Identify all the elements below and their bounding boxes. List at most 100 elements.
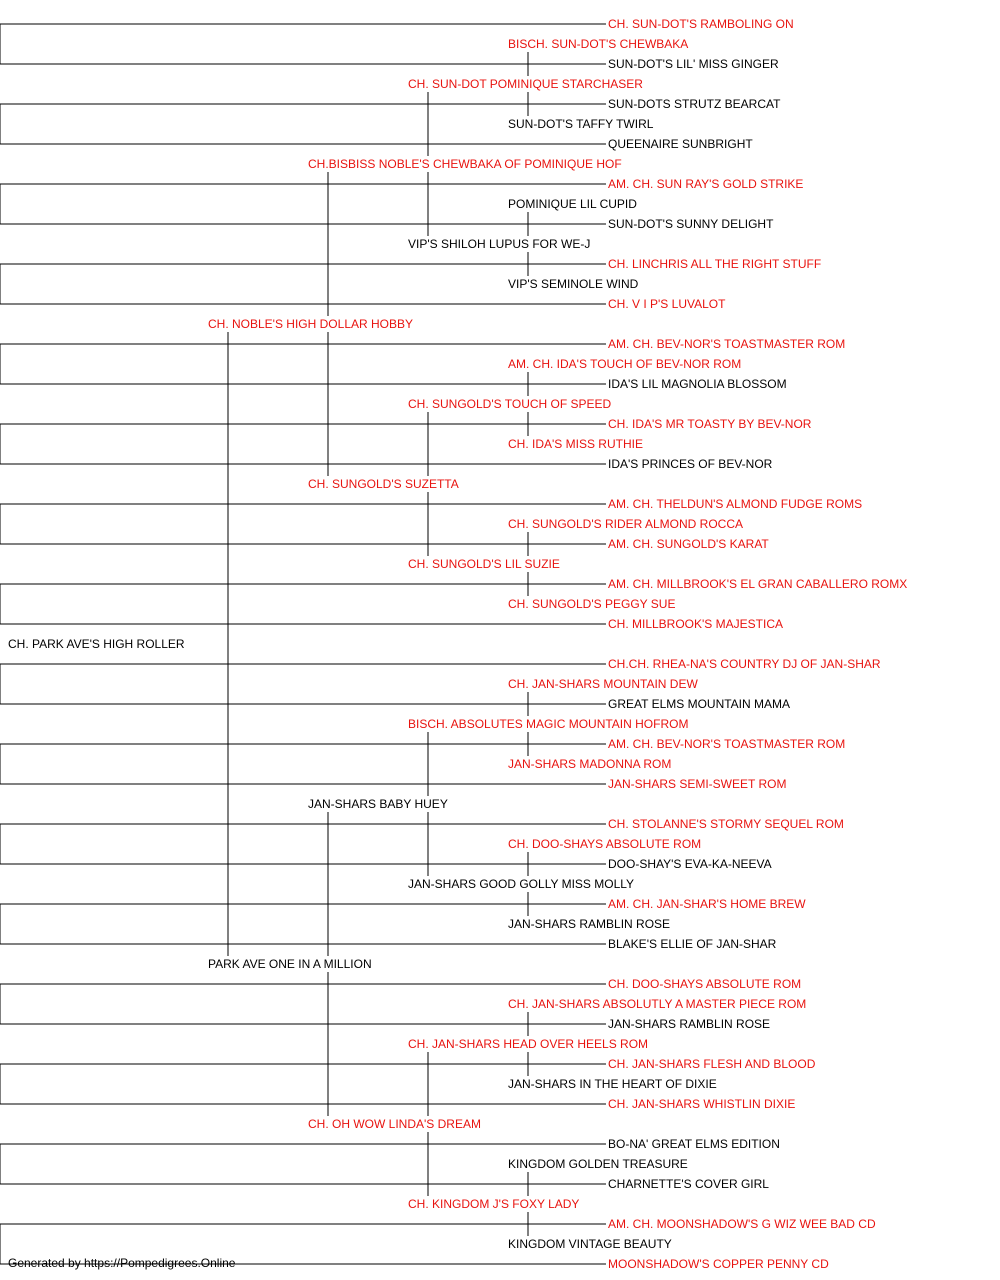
label-backing (606, 296, 729, 312)
label-backing (506, 1236, 674, 1252)
label-backing (606, 616, 785, 632)
label-backing (606, 416, 814, 432)
ancestor-name-sire-dam-dam-dam: CH. SUNGOLD'S PEGGY SUE (508, 597, 675, 611)
ancestor-name-dam-sire-sire-dam-sire: AM. CH. BEV-NOR'S TOASTMASTER ROM (608, 737, 845, 751)
ancestor-name-dam-dam-sire-dam-dam: CH. JAN-SHARS WHISTLIN DIXIE (608, 1097, 795, 1111)
ancestor-name-dam-sire-sire-sire-dam: GREAT ELMS MOUNTAIN MAMA (608, 697, 790, 711)
label-backing (606, 736, 848, 752)
label-backing (506, 436, 645, 452)
label-backing (606, 176, 806, 192)
ancestor-name-dam-sire-dam-dam: JAN-SHARS RAMBLIN ROSE (508, 917, 670, 931)
label-backing (506, 276, 641, 292)
ancestor-name-sire-sire-dam: VIP'S SHILOH LUPUS FOR WE-J (408, 237, 590, 251)
label-backing (506, 596, 678, 612)
ancestor-name-dam-sire-dam-dam-dam: BLAKE'S ELLIE OF JAN-SHAR (608, 937, 777, 951)
ancestor-name-dam-dam-dam-dam-sire: AM. CH. MOONSHADOW'S G WIZ WEE BAD CD (608, 1217, 876, 1231)
ancestor-name-dam-dam-dam-dam: KINGDOM VINTAGE BEAUTY (508, 1237, 672, 1251)
label-backing (606, 376, 789, 392)
label-backing (606, 816, 846, 832)
ancestor-name-sire-dam: CH. SUNGOLD'S SUZETTA (308, 477, 459, 491)
ancestor-name-dam-dam-dam: CH. KINGDOM J'S FOXY LADY (408, 1197, 579, 1211)
ancestor-name-dam: PARK AVE ONE IN A MILLION (208, 957, 372, 971)
label-backing (606, 16, 796, 32)
label-backing (606, 56, 781, 72)
ancestor-name-dam-dam-sire-dam-sire: CH. JAN-SHARS FLESH AND BLOOD (608, 1057, 816, 1071)
label-backing (306, 156, 624, 172)
ancestor-name-sire-dam-dam-dam-sire: AM. CH. MILLBROOK'S EL GRAN CABALLERO RO… (608, 577, 907, 591)
label-backing (606, 1056, 818, 1072)
label-backing (306, 476, 461, 492)
label-backing (606, 256, 824, 272)
label-backing (506, 836, 704, 852)
label-backing (406, 1036, 651, 1052)
label-backing (606, 576, 910, 592)
label-backing (606, 1136, 782, 1152)
ancestor-name-dam-dam: CH. OH WOW LINDA'S DREAM (308, 1117, 481, 1131)
ancestor-name-sire-dam-sire-sire-dam: IDA'S LIL MAGNOLIA BLOSSOM (608, 377, 787, 391)
label-backing (606, 536, 772, 552)
label-backing (606, 856, 774, 872)
ancestor-name-sire-sire-dam-sire-dam: SUN-DOT'S SUNNY DELIGHT (608, 217, 774, 231)
ancestor-name-dam-sire-dam: JAN-SHARS GOOD GOLLY MISS MOLLY (408, 877, 634, 891)
label-backing (506, 116, 656, 132)
ancestor-name-sire-sire-sire-dam: SUN-DOT'S TAFFY TWIRL (508, 117, 654, 131)
ancestor-name-sire-dam-sire-dam-sire: CH. IDA'S MR TOASTY BY BEV-NOR (608, 417, 812, 431)
label-backing (606, 936, 779, 952)
label-backing (506, 516, 745, 532)
ancestor-name-sire-dam-sire-sire-sire: AM. CH. BEV-NOR'S TOASTMASTER ROM (608, 337, 845, 351)
ancestor-name-sire-sire-dam-sire: POMINIQUE LIL CUPID (508, 197, 637, 211)
ancestor-name-sire-sire-sire-sire-dam: SUN-DOT'S LIL' MISS GINGER (608, 57, 779, 71)
label-backing (506, 756, 674, 772)
label-backing (606, 656, 883, 672)
label-backing (406, 876, 637, 892)
ancestor-name-dam-sire-dam-sire-sire: CH. STOLANNE'S STORMY SEQUEL ROM (608, 817, 844, 831)
ancestor-name-sire-sire-sire-dam-dam: QUEENAIRE SUNBRIGHT (608, 137, 753, 151)
ancestor-name-sire-sire-sire-sire-sire: CH. SUN-DOT'S RAMBOLING ON (608, 17, 794, 31)
label-backing (606, 1256, 832, 1272)
label-backing (406, 76, 646, 92)
ancestor-name-sire-dam-sire-dam-dam: IDA'S PRINCES OF BEV-NOR (608, 457, 773, 471)
label-backing (206, 956, 374, 972)
label-backing (606, 896, 809, 912)
label-backing (606, 496, 865, 512)
ancestor-name-sire-dam-sire-sire: AM. CH. IDA'S TOUCH OF BEV-NOR ROM (508, 357, 741, 371)
label-backing (506, 196, 640, 212)
label-backing (606, 696, 793, 712)
ancestor-name-dam-dam-dam-dam-dam: MOONSHADOW'S COPPER PENNY CD (608, 1257, 829, 1271)
ancestor-name-sire-sire: CH.BISBISS NOBLE'S CHEWBAKA OF POMINIQUE… (308, 157, 622, 171)
ancestor-name-dam-dam-sire-dam: JAN-SHARS IN THE HEART OF DIXIE (508, 1077, 717, 1091)
ancestor-name-dam-dam-sire-sire-dam: JAN-SHARS RAMBLIN ROSE (608, 1017, 770, 1031)
ancestor-name-dam-sire-sire: BISCH. ABSOLUTES MAGIC MOUNTAIN HOFROM (408, 717, 688, 731)
label-backing (606, 1016, 773, 1032)
label-backing (6, 636, 187, 652)
label-backing (606, 336, 848, 352)
ancestor-name-sire-sire-dam-dam: VIP'S SEMINOLE WIND (508, 277, 639, 291)
ancestor-name-dam-sire-dam-dam-sire: AM. CH. JAN-SHAR'S HOME BREW (608, 897, 806, 911)
label-backing (406, 556, 562, 572)
label-backing (406, 236, 593, 252)
ancestor-name-dam-sire-sire-dam-dam: JAN-SHARS SEMI-SWEET ROM (608, 777, 786, 791)
ancestor-name-sire-dam-dam-sire-sire: AM. CH. THELDUN'S ALMOND FUDGE ROMS (608, 497, 862, 511)
label-backing (306, 1116, 483, 1132)
ancestor-name-sire-sire-dam-dam-dam: CH. V I P'S LUVALOT (608, 297, 726, 311)
ancestor-name-sire: CH. NOBLE'S HIGH DOLLAR HOBBY (208, 317, 413, 331)
ancestor-name-dam-sire-sire-sire-sire: CH.CH. RHEA-NA'S COUNTRY DJ OF JAN-SHAR (608, 657, 881, 671)
ancestor-name-sire-dam-dam-sire: CH. SUNGOLD'S RIDER ALMOND ROCCA (508, 517, 743, 531)
footer-credit: Generated by https://Pompedigrees.Online (8, 1256, 236, 1270)
label-backing (506, 36, 691, 52)
ancestor-name-dam-dam-dam-sire: KINGDOM GOLDEN TREASURE (508, 1157, 688, 1171)
ancestor-name-sire-dam-sire-dam: CH. IDA'S MISS RUTHIE (508, 437, 643, 451)
ancestor-name-sire-sire-sire: CH. SUN-DOT POMINIQUE STARCHASER (408, 77, 643, 91)
ancestor-name-sire-dam-sire: CH. SUNGOLD'S TOUCH OF SPEED (408, 397, 612, 411)
label-backing (506, 1156, 690, 1172)
ancestor-name-sire-sire-sire-dam-sire: SUN-DOTS STRUTZ BEARCAT (608, 97, 781, 111)
label-backing (606, 456, 775, 472)
label-backing (606, 1096, 798, 1112)
ancestor-name-dam-dam-dam-sire-dam: CHARNETTE'S COVER GIRL (608, 1177, 769, 1191)
label-backing (406, 396, 614, 412)
label-backing (506, 996, 809, 1012)
ancestor-name-dam-dam-sire-sire-sire: CH. DOO-SHAYS ABSOLUTE ROM (608, 977, 801, 991)
ancestor-name-dam-sire-sire-dam: JAN-SHARS MADONNA ROM (508, 757, 671, 771)
ancestor-name-dam-sire-dam-sire: CH. DOO-SHAYS ABSOLUTE ROM (508, 837, 701, 851)
